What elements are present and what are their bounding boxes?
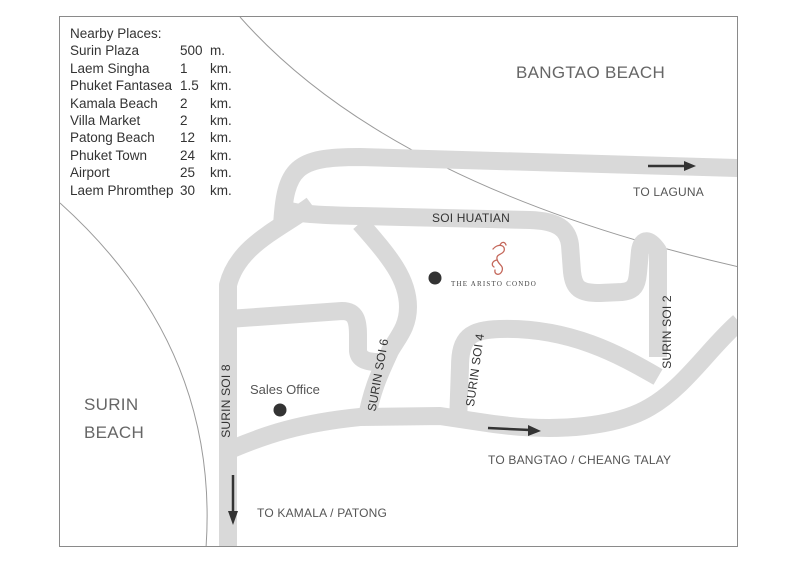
surin-soi-8-label: SURIN SOI 8 bbox=[219, 364, 233, 438]
place-distance: 25 bbox=[180, 165, 196, 181]
place-unit: km. bbox=[210, 60, 232, 76]
nearby-places-list: Nearby Places: Surin Plaza 500 m. Laem S… bbox=[70, 25, 232, 199]
road-surin-soi-6 bbox=[353, 217, 417, 424]
arrow-to-kamala-icon bbox=[228, 475, 238, 525]
to-bangtao-label: TO BANGTAO / CHEANG TALAY bbox=[488, 453, 672, 467]
place-distance: 30 bbox=[180, 182, 196, 198]
place-distance: 2 bbox=[180, 95, 188, 111]
nearby-place-row: Phuket Town 24 km. bbox=[70, 147, 232, 164]
nearby-place-row: Phuket Fantasea 1.5 km. bbox=[70, 77, 232, 94]
sales-office-location-dot-icon bbox=[273, 403, 287, 417]
road-soi-huatian bbox=[276, 199, 667, 357]
soi-huatian-label: SOI HUATIAN bbox=[432, 211, 510, 225]
place-name: Surin Plaza bbox=[70, 43, 140, 59]
nearby-place-row: Villa Market 2 km. bbox=[70, 112, 232, 129]
place-distance: 1.5 bbox=[180, 78, 199, 94]
place-name: Phuket Fantasea bbox=[70, 78, 173, 94]
road-main-south bbox=[228, 315, 737, 458]
place-distance: 1 bbox=[180, 60, 188, 76]
place-name: Villa Market bbox=[70, 113, 141, 129]
condo-location-dot-icon bbox=[428, 271, 442, 285]
nearby-place-row: Patong Beach 12 km. bbox=[70, 129, 232, 146]
map-canvas bbox=[60, 17, 737, 546]
bangtao-beach-label: BANGTAO BEACH bbox=[516, 63, 666, 82]
place-unit: km. bbox=[210, 165, 232, 181]
surin-coastline bbox=[60, 202, 208, 546]
place-unit: m. bbox=[210, 43, 225, 59]
place-name: Laem Phromthep bbox=[70, 182, 174, 198]
surin-beach-label-line2: BEACH bbox=[84, 423, 145, 442]
place-distance: 500 bbox=[180, 43, 203, 59]
sales-office-label: Sales Office bbox=[250, 382, 320, 397]
nearby-place-row: Airport 25 km. bbox=[70, 164, 232, 181]
road-surin-soi-8 bbox=[219, 197, 318, 546]
arrow-to-bangtao-icon bbox=[487, 425, 541, 436]
aristo-condo-label: THE ARISTO CONDO bbox=[451, 280, 537, 288]
place-distance: 2 bbox=[180, 113, 188, 129]
place-name: Laem Singha bbox=[70, 60, 150, 76]
place-name: Patong Beach bbox=[70, 130, 155, 146]
to-kamala-label: TO KAMALA / PATONG bbox=[257, 506, 388, 520]
place-name: Kamala Beach bbox=[70, 95, 158, 111]
surin-beach-label-line1: SURIN bbox=[84, 395, 139, 414]
place-unit: km. bbox=[210, 95, 232, 111]
to-laguna-label: TO LAGUNA bbox=[633, 185, 704, 199]
place-unit: km. bbox=[210, 130, 232, 146]
place-distance: 12 bbox=[180, 130, 196, 146]
map-frame: Nearby Places: Surin Plaza 500 m. Laem S… bbox=[59, 16, 738, 547]
place-unit: km. bbox=[210, 78, 232, 94]
road-connector-west bbox=[227, 302, 379, 371]
place-unit: km. bbox=[210, 113, 232, 129]
road-surin-soi-4 bbox=[449, 319, 663, 424]
arrow-to-laguna-icon bbox=[648, 161, 696, 171]
place-unit: km. bbox=[210, 182, 232, 198]
place-distance: 24 bbox=[180, 147, 196, 163]
nearby-place-row: Surin Plaza 500 m. bbox=[70, 42, 232, 59]
seahorse-logo-icon bbox=[491, 241, 507, 275]
nearby-place-row: Laem Singha 1 km. bbox=[70, 60, 232, 77]
nearby-places-title: Nearby Places: bbox=[70, 26, 162, 41]
place-name: Airport bbox=[70, 165, 110, 181]
surin-soi-2-label: SURIN SOI 2 bbox=[660, 295, 674, 369]
bangtao-coastline bbox=[239, 17, 737, 268]
nearby-place-row: Kamala Beach 2 km. bbox=[70, 95, 232, 112]
place-unit: km. bbox=[210, 147, 232, 163]
nearby-place-row: Laem Phromthep 30 km. bbox=[70, 182, 232, 199]
place-name: Phuket Town bbox=[70, 147, 148, 163]
